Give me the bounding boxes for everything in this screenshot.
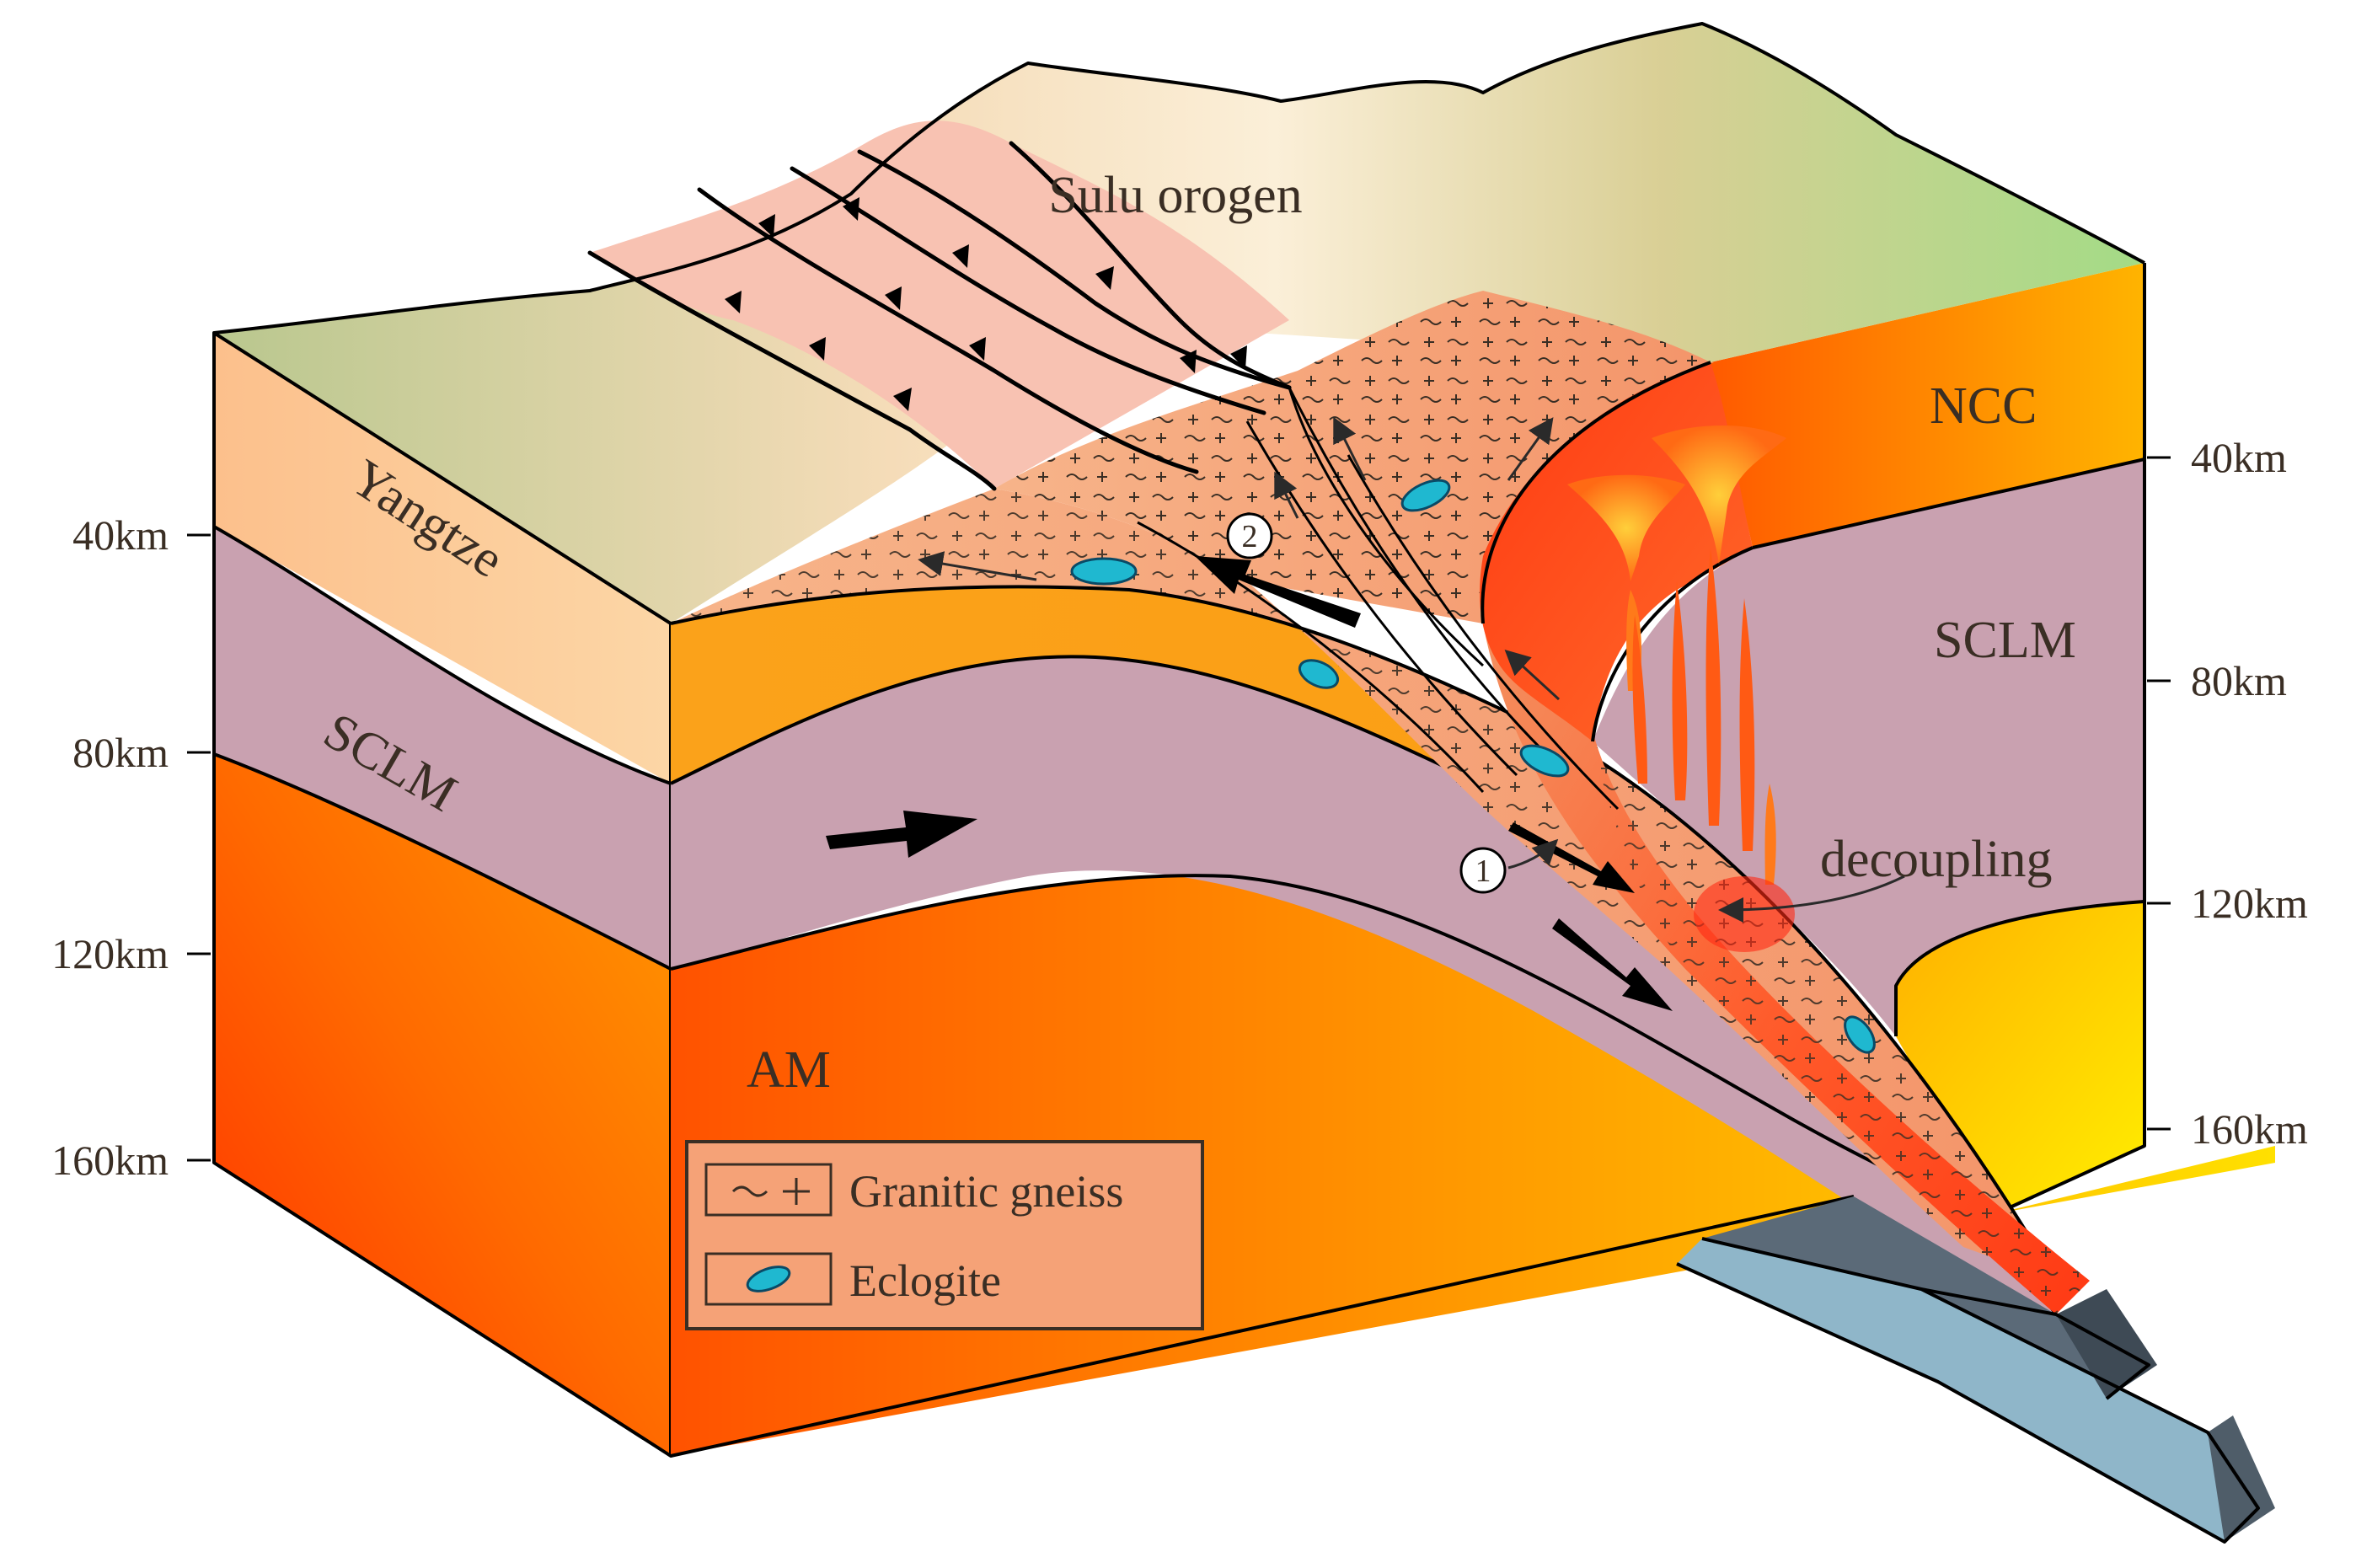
melt-streak-3 bbox=[1705, 548, 1721, 826]
thrust-faults bbox=[587, 141, 1620, 811]
label-sclm-right: SCLM bbox=[1934, 612, 2076, 669]
depth-left-40: 40km bbox=[72, 511, 169, 559]
left-mantle bbox=[214, 754, 671, 1456]
legend-item-eclogite: Eclogite bbox=[704, 1252, 1001, 1306]
eclogite-lens bbox=[1400, 479, 1451, 512]
melt-streak-1 bbox=[1632, 615, 1647, 784]
motion-arrows bbox=[826, 416, 1905, 1011]
legend-label-granitic-gneiss: Granitic gneiss bbox=[849, 1166, 1123, 1217]
front-sclm bbox=[671, 656, 2056, 1348]
arrow-thin-3 bbox=[1507, 417, 1554, 481]
arrow-thin-1 bbox=[918, 551, 1037, 581]
thrust-fault-1 bbox=[587, 250, 997, 491]
left-crust-yangtze bbox=[214, 333, 671, 784]
arrow-marker-1-pointer bbox=[1507, 838, 1559, 870]
eclogite-lens-icon bbox=[746, 1266, 791, 1292]
label-am: AM bbox=[747, 1041, 831, 1099]
slab-plate-lower bbox=[1677, 1239, 2258, 1542]
plume-funnel-2 bbox=[1652, 425, 1786, 565]
depth-left-160: 160km bbox=[51, 1137, 169, 1184]
decoupling-melt-zone bbox=[1694, 876, 1795, 952]
marker-1: 1 bbox=[1459, 847, 1507, 894]
arrow-thin-2 bbox=[1333, 416, 1367, 481]
melt-streak-2 bbox=[1672, 581, 1688, 800]
eclogite-lens bbox=[1298, 659, 1340, 689]
label-ncc: NCC bbox=[1930, 377, 2037, 435]
melt-plumes bbox=[1567, 425, 1795, 952]
arrow-decoupling-pointer bbox=[1718, 875, 1905, 923]
legend: Granitic gneiss Eclogite bbox=[685, 1140, 1204, 1330]
melt-streak-4 bbox=[1739, 598, 1755, 851]
depth-right-80: 80km bbox=[2191, 657, 2287, 704]
eclogite-lens bbox=[1519, 744, 1570, 778]
right-sclm bbox=[1593, 459, 2144, 1036]
thrust-fault-3 bbox=[790, 166, 1266, 415]
right-crust-ncc bbox=[1711, 263, 2144, 548]
left-side-face bbox=[212, 331, 672, 1458]
svg-text:1: 1 bbox=[1475, 854, 1491, 889]
plume-funnel-1 bbox=[1567, 474, 1685, 581]
svg-text:2: 2 bbox=[1242, 519, 1258, 554]
eclogite-lens bbox=[1070, 557, 1138, 586]
slab-core bbox=[1483, 362, 2090, 1314]
thrust-fault-2 bbox=[697, 187, 1199, 474]
melt-streak-5 bbox=[1764, 784, 1776, 885]
thrust-fault-4 bbox=[857, 149, 1292, 390]
depth-right-160: 160km bbox=[2191, 1105, 2308, 1153]
label-decoupling: decoupling bbox=[1820, 831, 2053, 888]
exhumed-gneiss-wedge bbox=[670, 489, 2058, 1282]
depth-right-120: 120km bbox=[2191, 880, 2308, 927]
arrow-thin-4 bbox=[1274, 471, 1299, 519]
arrow-thin-5 bbox=[1504, 649, 1561, 701]
arrow-slab-push bbox=[826, 811, 977, 858]
legend-item-granitic-gneiss: Granitic gneiss bbox=[704, 1163, 1123, 1217]
arrow-exhumation bbox=[1195, 556, 1361, 628]
eclogite-lens bbox=[1844, 1015, 1876, 1054]
thrust-belt bbox=[590, 120, 1289, 489]
depth-left-80: 80km bbox=[72, 729, 169, 776]
marker-2: 2 bbox=[1226, 512, 1273, 559]
depth-left-120: 120km bbox=[51, 930, 169, 977]
depth-scale-left: 40km 80km 120km 160km bbox=[51, 511, 211, 1184]
eclogite-lenses bbox=[1070, 479, 1876, 1054]
depth-right-40: 40km bbox=[2191, 434, 2287, 481]
label-sulu-orogen: Sulu orogen bbox=[1048, 167, 1302, 224]
left-sclm bbox=[214, 527, 671, 969]
right-side-face bbox=[1593, 263, 2146, 1215]
thrust-teeth bbox=[725, 197, 1247, 411]
arrow-slab-down bbox=[1552, 918, 1673, 1011]
legend-label-eclogite: Eclogite bbox=[849, 1255, 1001, 1306]
depth-scale-right: 40km 80km 120km 160km bbox=[2147, 434, 2308, 1153]
